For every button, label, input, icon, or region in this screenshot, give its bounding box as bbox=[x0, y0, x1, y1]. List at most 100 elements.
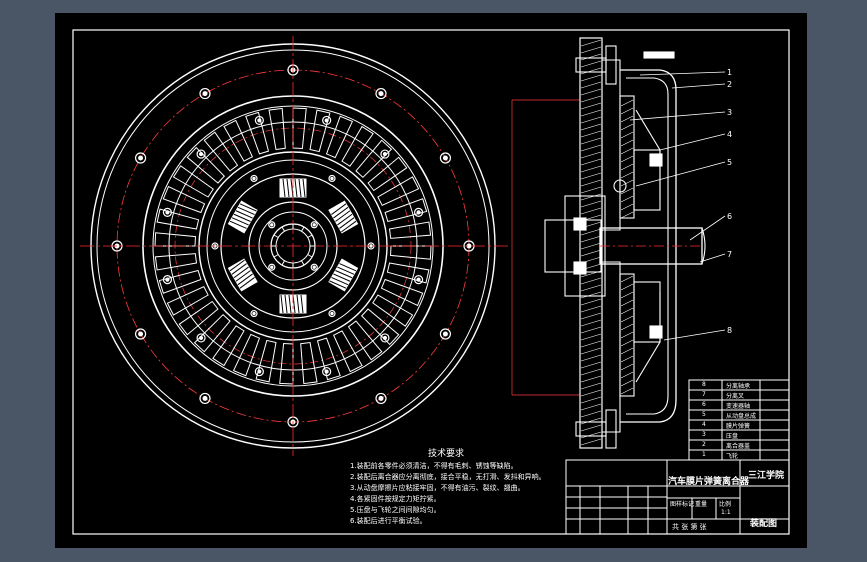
parts-list-name: 从动盘总成 bbox=[726, 413, 757, 420]
friction-slot bbox=[268, 107, 286, 151]
bolt-hole bbox=[439, 152, 452, 164]
hatch-line bbox=[580, 179, 602, 187]
spline-tooth bbox=[281, 226, 285, 232]
leader-line bbox=[659, 133, 726, 151]
rivet-hole bbox=[162, 275, 173, 285]
friction-slot bbox=[316, 337, 341, 381]
parts-list-name: 压盘 bbox=[726, 433, 739, 440]
bolt-hole bbox=[375, 392, 387, 405]
hatch-line bbox=[580, 60, 602, 68]
hatch-line bbox=[580, 424, 602, 432]
hatch-line bbox=[620, 203, 634, 211]
hatch-line bbox=[620, 331, 634, 339]
hatch-line bbox=[580, 151, 602, 159]
hatch-line bbox=[620, 363, 634, 371]
hatch-line bbox=[620, 107, 634, 115]
spline-tooth bbox=[273, 254, 279, 258]
rivet-hole bbox=[413, 275, 424, 285]
friction-slot bbox=[341, 125, 374, 167]
hub-rivet bbox=[250, 309, 258, 318]
hatch-line bbox=[620, 379, 634, 387]
damper-spring-window bbox=[227, 258, 258, 292]
friction-slot bbox=[360, 308, 400, 346]
friction-slot bbox=[255, 339, 277, 383]
hatch-line bbox=[580, 116, 602, 124]
rivet-hole-center bbox=[165, 210, 170, 215]
mark-header: 图样标记 bbox=[670, 501, 695, 508]
spline-tooth bbox=[281, 260, 285, 266]
hub-rivet-center bbox=[330, 311, 334, 316]
hatch-line bbox=[580, 340, 602, 348]
hub-hole-center bbox=[312, 223, 316, 227]
bolt-hole bbox=[375, 87, 387, 100]
friction-slot bbox=[223, 119, 254, 162]
hatch-line bbox=[580, 396, 602, 404]
part-label: 6 bbox=[727, 212, 733, 221]
hatch-line bbox=[580, 67, 602, 75]
leader-line bbox=[671, 83, 726, 89]
hatch-line bbox=[580, 382, 602, 390]
hatch-line bbox=[580, 123, 602, 131]
spline-tooth bbox=[301, 226, 305, 232]
hatch-line bbox=[580, 193, 602, 201]
part-leader-lines bbox=[629, 71, 726, 341]
hub-rivet bbox=[328, 174, 336, 183]
friction-slot bbox=[325, 115, 354, 159]
hatch-line bbox=[580, 354, 602, 362]
hatch-line bbox=[620, 195, 634, 203]
hatch-line bbox=[580, 361, 602, 369]
hub-rivet-center bbox=[252, 176, 256, 181]
parts-list-no: 1 bbox=[702, 451, 706, 458]
friction-slot bbox=[232, 333, 261, 377]
rivet-hole-center bbox=[382, 335, 388, 341]
tech-requirement-item: 1.装配前各零件必须清洁，不得有毛刺、锈蚀等缺陷。 bbox=[350, 462, 518, 470]
hatch-line bbox=[580, 46, 602, 54]
tech-requirement-item: 2.装配后离合器应分离彻底，接合平稳，无打滑、发抖和异响。 bbox=[350, 473, 546, 481]
damper-spring-window bbox=[227, 200, 258, 234]
friction-slot bbox=[377, 176, 420, 207]
rivet-hole-center bbox=[324, 118, 329, 123]
tech-requirements-title: 技术要求 bbox=[428, 449, 465, 459]
center-lines bbox=[80, 36, 510, 456]
leader-line bbox=[689, 215, 726, 241]
rivet-hole-center bbox=[382, 151, 388, 157]
hatch-line bbox=[580, 270, 602, 278]
bolt-hole bbox=[199, 392, 211, 405]
hatch-line bbox=[620, 147, 634, 155]
hatch-line bbox=[620, 99, 634, 107]
tech-requirement-item: 5.压盘与飞轮之间间隙均匀。 bbox=[350, 506, 441, 514]
hub-rivet bbox=[328, 309, 336, 318]
hatch-line bbox=[620, 131, 634, 139]
hatch-line bbox=[620, 307, 634, 315]
section-view bbox=[511, 37, 706, 449]
bolt-hole-center bbox=[378, 91, 384, 97]
hatch-line bbox=[580, 39, 602, 47]
part-label: 5 bbox=[727, 158, 733, 167]
rivet-hole bbox=[254, 366, 264, 377]
part-label: 2 bbox=[727, 80, 733, 89]
friction-slot bbox=[380, 278, 424, 307]
sheet-info: 共 张 第 张 bbox=[672, 523, 707, 531]
hub-splines bbox=[271, 224, 315, 268]
hatch-line bbox=[620, 211, 634, 219]
hatch-line bbox=[580, 235, 602, 243]
hatch-line bbox=[580, 165, 602, 173]
bolt-hole-center bbox=[442, 331, 448, 337]
tech-requirement-item: 3.从动盘摩擦片应粘接牢固，不得有油污、裂纹、翘曲。 bbox=[350, 484, 525, 492]
rivet-hole bbox=[380, 333, 390, 343]
friction-slot bbox=[388, 221, 432, 239]
hatch-line bbox=[620, 355, 634, 363]
hatch-line bbox=[620, 339, 634, 347]
bolt-hole-center bbox=[202, 91, 208, 97]
rivet-hole-center bbox=[324, 369, 329, 374]
friction-slot bbox=[390, 245, 432, 260]
hatch-line bbox=[580, 410, 602, 418]
hatch-line bbox=[580, 284, 602, 292]
rivet-hole-center bbox=[416, 277, 421, 282]
section-hatching bbox=[580, 39, 634, 446]
scale-header: 比例 bbox=[719, 501, 732, 508]
hatch-line bbox=[580, 137, 602, 145]
hub-rivet-center bbox=[369, 244, 373, 248]
rivet-hole bbox=[322, 366, 332, 377]
